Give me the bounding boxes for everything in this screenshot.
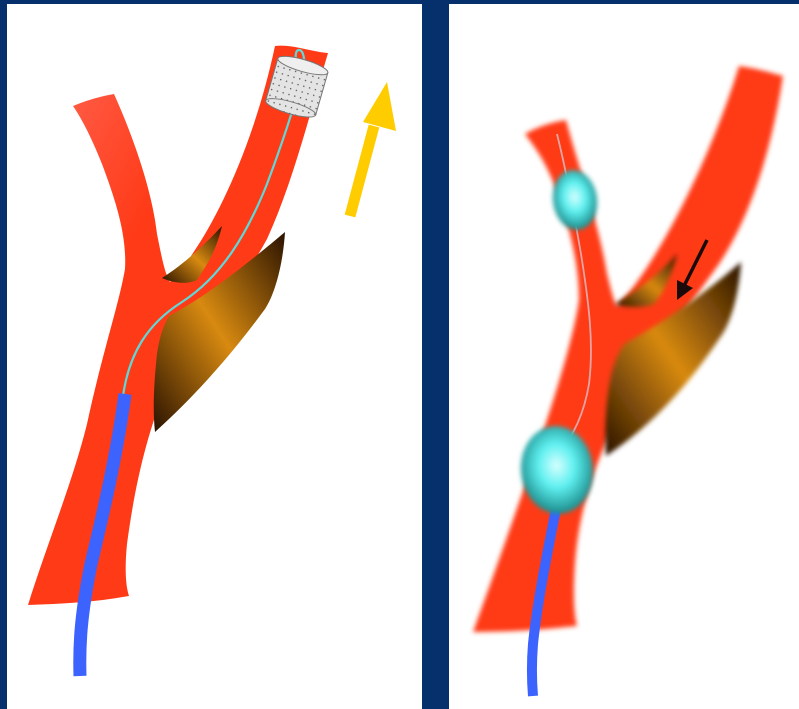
direction-arrow-icon (350, 82, 396, 216)
right-diagram (449, 4, 799, 709)
left-diagram (7, 4, 422, 709)
right-panel (449, 4, 799, 709)
left-panel (7, 4, 422, 709)
